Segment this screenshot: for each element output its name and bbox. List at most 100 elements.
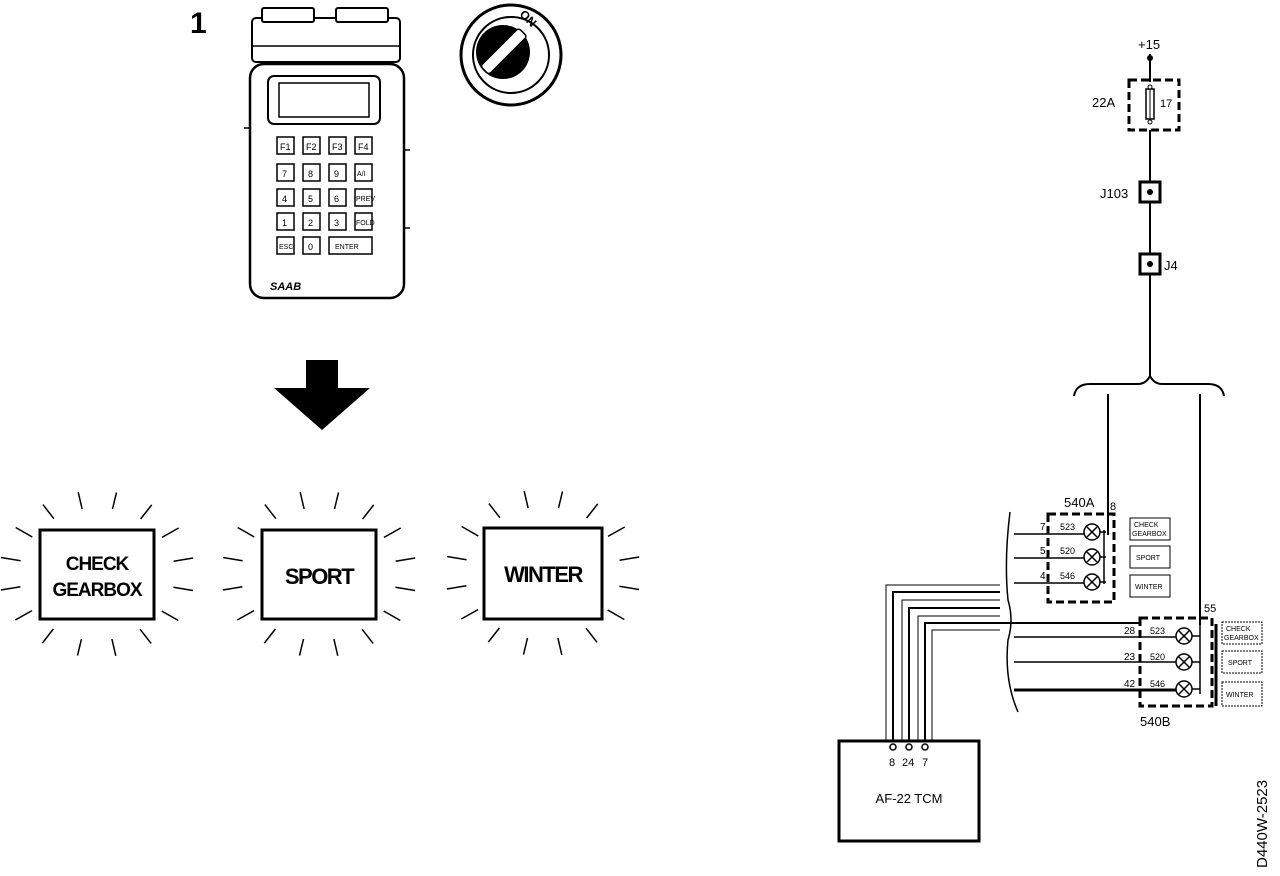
lamp-ray [383,610,401,622]
function-key: F2 [306,142,317,152]
keypad-key: A/I [357,171,366,178]
pin-number: 7 [1040,522,1046,533]
branch-brace [1073,373,1225,397]
lamp-ray [161,527,180,539]
lamp-ray [222,585,243,591]
lamp-ray [557,491,564,509]
lamp-ray [607,526,626,538]
lamp-ray [140,504,153,520]
lamp-text-line2: GEARBOX [52,580,142,601]
lamp-ray [14,609,33,621]
module-label: 540A [1064,495,1095,510]
module-540a-lamps: 523 520 546 7 5 4 [1014,522,1106,591]
keypad-key: 9 [334,169,339,179]
lamp-text-line1: WINTER [504,562,583,587]
lamp-label: WINTER [1226,692,1254,699]
lamp-ray [362,504,375,520]
tcm-pin: 24 [902,757,914,769]
keypad-key: ENTER [335,244,359,251]
lamp-ray [333,638,339,656]
indicator-lamp-sport: SPORT [260,528,378,621]
fuse-box-label: 22A [1092,95,1115,110]
junction-j4 [1138,252,1162,276]
fuse-number: 17 [1160,98,1172,110]
keypad-key: 0 [308,242,313,252]
pin-number: 23 [1124,652,1136,663]
lamp-ray [0,585,21,591]
bulb-code: 546 [1150,679,1165,689]
indicator-lamp-check-gearbox: CHECK GEARBOX [38,528,156,621]
bulb-icon [1175,653,1193,671]
keypad-key: 8 [308,169,313,179]
lamp-ray [488,503,501,519]
pin-number: 5 [1040,546,1046,557]
pin-number: 4 [1040,571,1046,582]
keypad-key: 6 [334,194,339,204]
lamp-rays [0,491,640,656]
lamp-ray [383,527,402,539]
bulb-icon [1175,627,1193,645]
lamp-label: CHECK [1226,626,1251,633]
wire-harness [885,584,1140,744]
keypad: 7 8 9 A/I 4 5 6 PREV 1 2 3 FOLD ESC 0 [276,163,375,255]
tcm-pin: 8 [889,757,895,769]
lamp-ray [395,586,416,592]
bulb-icon [1083,523,1101,541]
keypad-key: 3 [334,218,339,228]
lamp-ray [237,526,255,538]
lamp-ray [446,555,467,561]
lamp-text-line1: SPORT [285,564,355,589]
indicator-lamp-winter: WINTER [482,526,604,621]
lamp-ray [42,504,55,520]
lamp-ray [299,492,305,510]
lamp-ray [607,609,625,621]
lamp-ray [161,610,179,622]
tcm-pin: 7 [922,757,928,769]
lamp-ray [333,492,340,510]
lamp-ray [76,638,83,656]
lamp-ray [395,557,416,563]
module-540b-labels: CHECK GEARBOX SPORT WINTER [1214,621,1263,707]
lamp-ray [557,637,563,655]
lamp-ray [15,526,33,538]
keypad-key: PREV [356,196,375,203]
keypad-key: 5 [308,194,313,204]
lamp-label: SPORT [1136,555,1161,562]
lamp-ray [586,503,599,519]
keypad-key: ESC [279,244,293,251]
tester-brand: SAAB [270,281,301,293]
keypad-key: 7 [282,169,287,179]
lamp-ray [111,638,117,656]
lamp-ray [446,584,467,590]
lamp-label: GEARBOX [1132,531,1167,538]
bulb-icon [1083,548,1101,566]
diagnostic-tester-icon: F1 F2 F3 F4 7 8 9 A/I 4 5 6 PREV [244,7,410,300]
lamp-ray [523,491,529,509]
module-pin: 55 [1204,603,1216,615]
lamp-ray [173,586,194,592]
lamp-ray [619,556,640,562]
bulb-code: 520 [1060,546,1075,556]
fuse-box: 17 [1127,78,1181,132]
lamp-ray [236,609,255,621]
lamp-ray [41,628,54,644]
lamp-label: SPORT [1228,660,1253,667]
junction-label: J103 [1100,186,1128,201]
lamp-ray [0,556,21,562]
keypad-key: 1 [282,218,287,228]
function-keys: F1 F2 F3 F4 [276,136,373,155]
module-label: 540B [1140,714,1170,729]
bulb-code: 520 [1150,652,1165,662]
ignition-key-icon: ON [459,3,563,107]
lamp-label: WINTER [1135,584,1163,591]
lamp-ray [298,638,305,656]
bulb-icon [1083,573,1101,591]
bulb-code: 523 [1060,522,1075,532]
module-540a-labels: CHECK GEARBOX SPORT WINTER [1129,517,1171,598]
keypad-key: FOLD [356,220,375,227]
lamp-ray [139,628,152,644]
pin-number: 28 [1124,626,1136,637]
function-key: F4 [358,142,369,152]
keypad-key: 4 [282,194,287,204]
lamp-ray [173,557,194,563]
